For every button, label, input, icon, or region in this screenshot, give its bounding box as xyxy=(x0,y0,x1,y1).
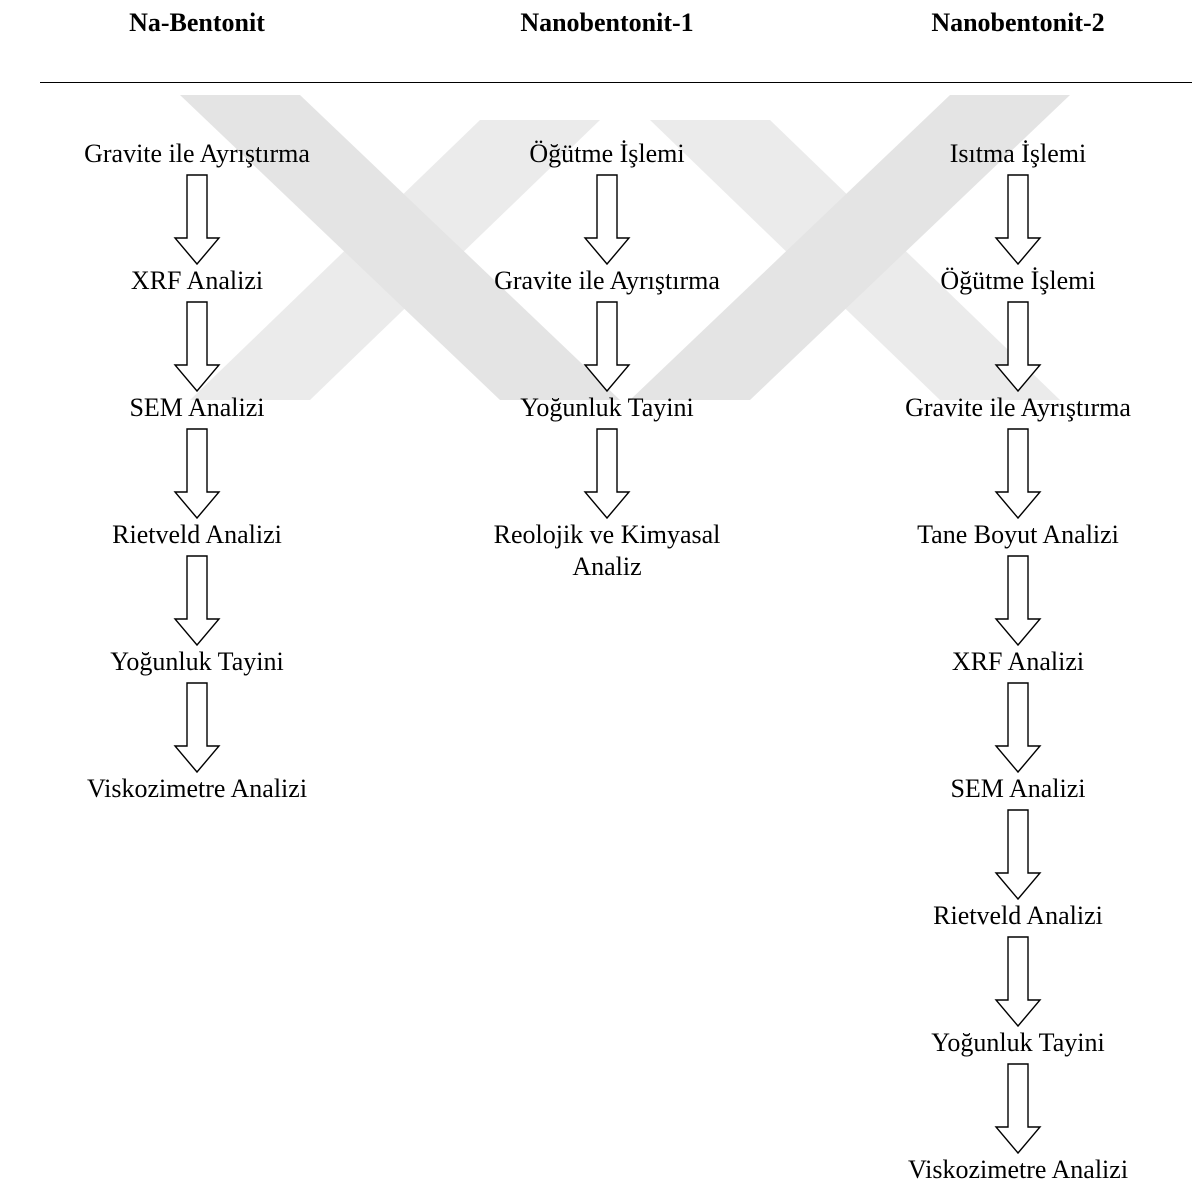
step-label: Viskozimetre Analizi xyxy=(907,1155,1129,1184)
down-arrow-icon xyxy=(994,174,1042,266)
down-arrow-icon xyxy=(583,301,631,393)
down-arrow-icon xyxy=(994,682,1042,774)
down-arrow-icon xyxy=(583,428,631,520)
down-arrow-icon xyxy=(994,936,1042,1028)
down-arrow-icon xyxy=(994,555,1042,647)
column-title-nanobentonit-1: Nanobentonit-1 xyxy=(520,8,694,37)
step-label: Yoğunluk Tayini xyxy=(110,647,284,676)
step-label: Gravite ile Ayrıştırma xyxy=(494,266,720,295)
step-label: Gravite ile Ayrıştırma xyxy=(84,139,310,168)
step-label: Tane Boyut Analizi xyxy=(917,520,1119,549)
column-title-nanobentonit-2: Nanobentonit-2 xyxy=(931,8,1105,37)
step-label: Rietveld Analizi xyxy=(933,901,1103,930)
down-arrow-icon xyxy=(994,428,1042,520)
down-arrow-icon xyxy=(173,301,221,393)
step-label: Yoğunluk Tayini xyxy=(520,393,694,422)
down-arrow-icon xyxy=(583,174,631,266)
step-label: Isıtma İşlemi xyxy=(949,139,1087,168)
step-label: SEM Analizi xyxy=(950,774,1086,803)
step-label: Rietveld Analizi xyxy=(112,520,282,549)
step-label: XRF Analizi xyxy=(951,647,1085,676)
down-arrow-icon xyxy=(173,682,221,774)
column-title-na-bentonit: Na-Bentonit xyxy=(129,8,265,37)
step-label: Gravite ile Ayrıştırma xyxy=(905,393,1131,422)
step-label: Viskozimetre Analizi xyxy=(86,774,308,803)
step-label: SEM Analizi xyxy=(129,393,265,422)
down-arrow-icon xyxy=(994,1063,1042,1155)
down-arrow-icon xyxy=(173,428,221,520)
down-arrow-icon xyxy=(173,174,221,266)
down-arrow-icon xyxy=(994,301,1042,393)
step-label: XRF Analizi xyxy=(130,266,264,295)
down-arrow-icon xyxy=(173,555,221,647)
step-label: Yoğunluk Tayini xyxy=(931,1028,1105,1057)
down-arrow-icon xyxy=(994,809,1042,901)
step-label: Öğütme İşlemi xyxy=(529,139,685,168)
step-label: Öğütme İşlemi xyxy=(940,266,1096,295)
header-divider xyxy=(40,82,1192,83)
